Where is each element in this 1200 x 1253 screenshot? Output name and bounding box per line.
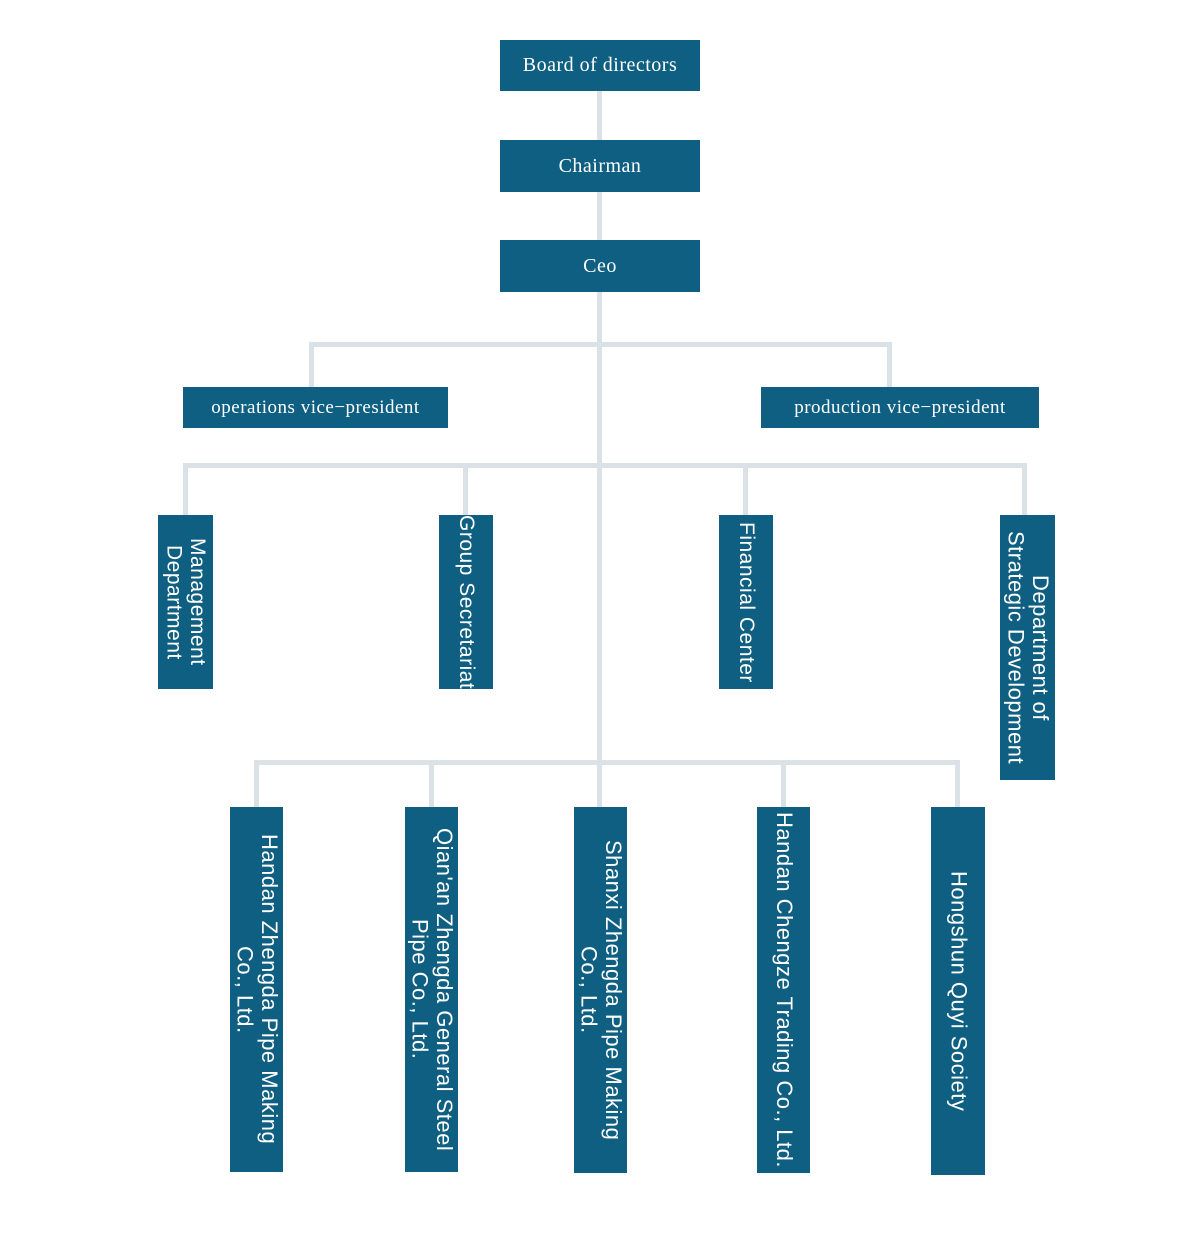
connector-drop-management xyxy=(183,468,188,515)
connector-drop-handan-chengze xyxy=(781,765,786,807)
node-label: production vice−president xyxy=(794,396,1006,418)
org-node-group-secretariat: Group Secretariat xyxy=(439,515,493,689)
org-node-ceo: Ceo xyxy=(500,240,700,292)
node-label: Management Department xyxy=(162,538,210,666)
connector-subsidiaries-horizontal xyxy=(254,760,960,765)
node-label: Board of directors xyxy=(522,54,678,76)
org-node-production-vice-president: production vice−president xyxy=(761,387,1039,428)
node-label: Qian'an Zhengda General Steel Pipe Co., … xyxy=(407,827,458,1152)
org-node-financial-center: Financial Center xyxy=(719,515,773,689)
connector-drop-strategic-development xyxy=(1022,468,1027,515)
connector-drop-hongshun-quyi xyxy=(955,765,960,807)
connector-vp-horizontal xyxy=(309,342,892,347)
connector-drop-production-vp xyxy=(887,342,892,387)
node-label: Financial Center xyxy=(734,521,758,683)
node-label: Ceo xyxy=(583,254,617,277)
connector-drop-operations-vp xyxy=(309,342,314,387)
org-node-shanxi-zhengda-pipe-making: Shanxi Zhengda Pipe Making Co., Ltd. xyxy=(574,807,627,1173)
org-node-handan-chengze-trading: Handan Chengze Trading Co., Ltd. xyxy=(757,807,810,1173)
node-label: Handan Chengze Trading Co., Ltd. xyxy=(771,811,797,1168)
org-node-qianan-zhengda-general-steel-pipe: Qian'an Zhengda General Steel Pipe Co., … xyxy=(405,807,458,1172)
connector-drop-shanxi-zhengda xyxy=(597,765,602,807)
org-node-handan-zhengda-pipe-making: Handan Zhengda Pipe Making Co., Ltd. xyxy=(230,807,283,1172)
node-label: Hongshun Quyi Society xyxy=(946,870,972,1112)
org-node-board-of-directors: Board of directors xyxy=(500,40,700,91)
org-node-department-of-strategic-development: Department of Strategic Development xyxy=(1000,515,1055,780)
node-label: Department of Strategic Development xyxy=(1003,530,1054,765)
connector-central-vertical xyxy=(597,91,602,765)
node-label: Chairman xyxy=(558,154,642,177)
node-label: Shanxi Zhengda Pipe Making Co., Ltd. xyxy=(576,839,627,1141)
connector-drop-financial-center xyxy=(743,468,748,515)
connector-departments-horizontal xyxy=(183,463,1027,468)
org-node-operations-vice-president: operations vice−president xyxy=(183,387,448,428)
node-label: Group Secretariat xyxy=(454,514,478,690)
connector-drop-group-secretariat xyxy=(463,468,468,515)
node-label: operations vice−president xyxy=(211,396,420,418)
org-node-management-department: Management Department xyxy=(158,515,213,689)
org-node-hongshun-quyi-society: Hongshun Quyi Society xyxy=(931,807,985,1175)
connector-drop-handan-zhengda xyxy=(254,765,259,807)
org-node-chairman: Chairman xyxy=(500,140,700,192)
node-label: Handan Zhengda Pipe Making Co., Ltd. xyxy=(232,834,283,1145)
connector-drop-qianan-zhengda xyxy=(429,765,434,807)
